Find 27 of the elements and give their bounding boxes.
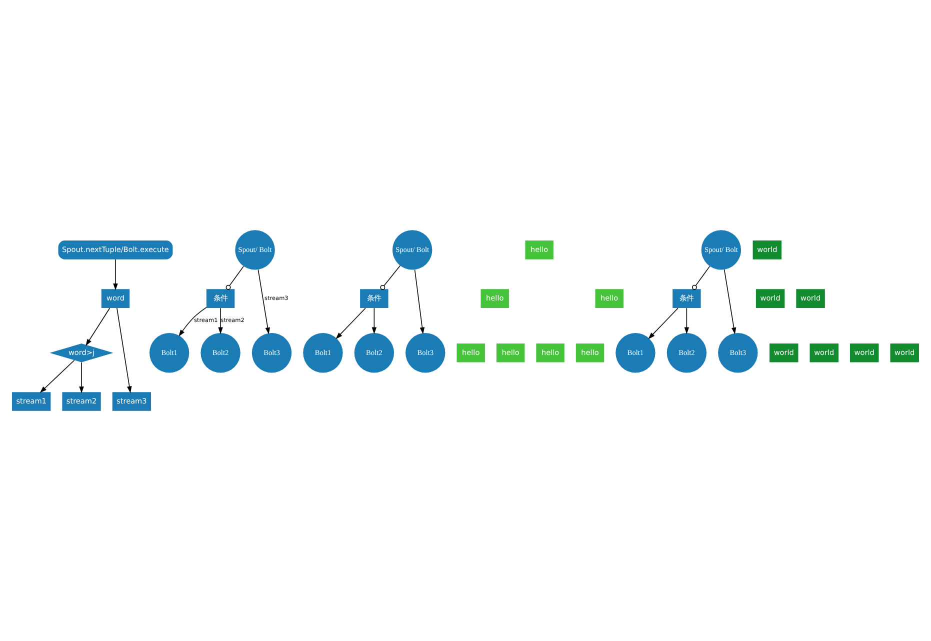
connector	[380, 265, 401, 290]
node-circle: Bolt2	[200, 333, 240, 373]
arrow	[258, 269, 270, 334]
arrow	[372, 308, 377, 334]
arrow	[684, 308, 690, 334]
arrow	[336, 308, 366, 340]
node-circle: Bolt2	[354, 333, 394, 373]
arrow	[86, 308, 110, 346]
node-circle: Bolt3	[718, 333, 758, 373]
node-circle: Bolt2	[666, 333, 707, 373]
arrow	[113, 259, 118, 290]
arrow	[178, 307, 207, 337]
node-circle: Bolt3	[406, 333, 446, 373]
node-circle: Spout/ Bolt	[235, 230, 275, 270]
arrow	[116, 308, 132, 394]
arrow	[724, 269, 736, 334]
connector	[692, 266, 710, 290]
connector	[226, 266, 244, 290]
arrow	[40, 360, 75, 393]
node-circle: Spout/ Bolt	[392, 230, 432, 270]
arrow	[648, 308, 678, 340]
arrow	[218, 308, 223, 334]
arrow	[79, 362, 84, 394]
node-circle: Bolt3	[252, 333, 292, 373]
node-circle: Bolt1	[149, 333, 190, 373]
arrow	[414, 269, 425, 334]
node-circle: Spout/ Bolt	[701, 230, 742, 270]
